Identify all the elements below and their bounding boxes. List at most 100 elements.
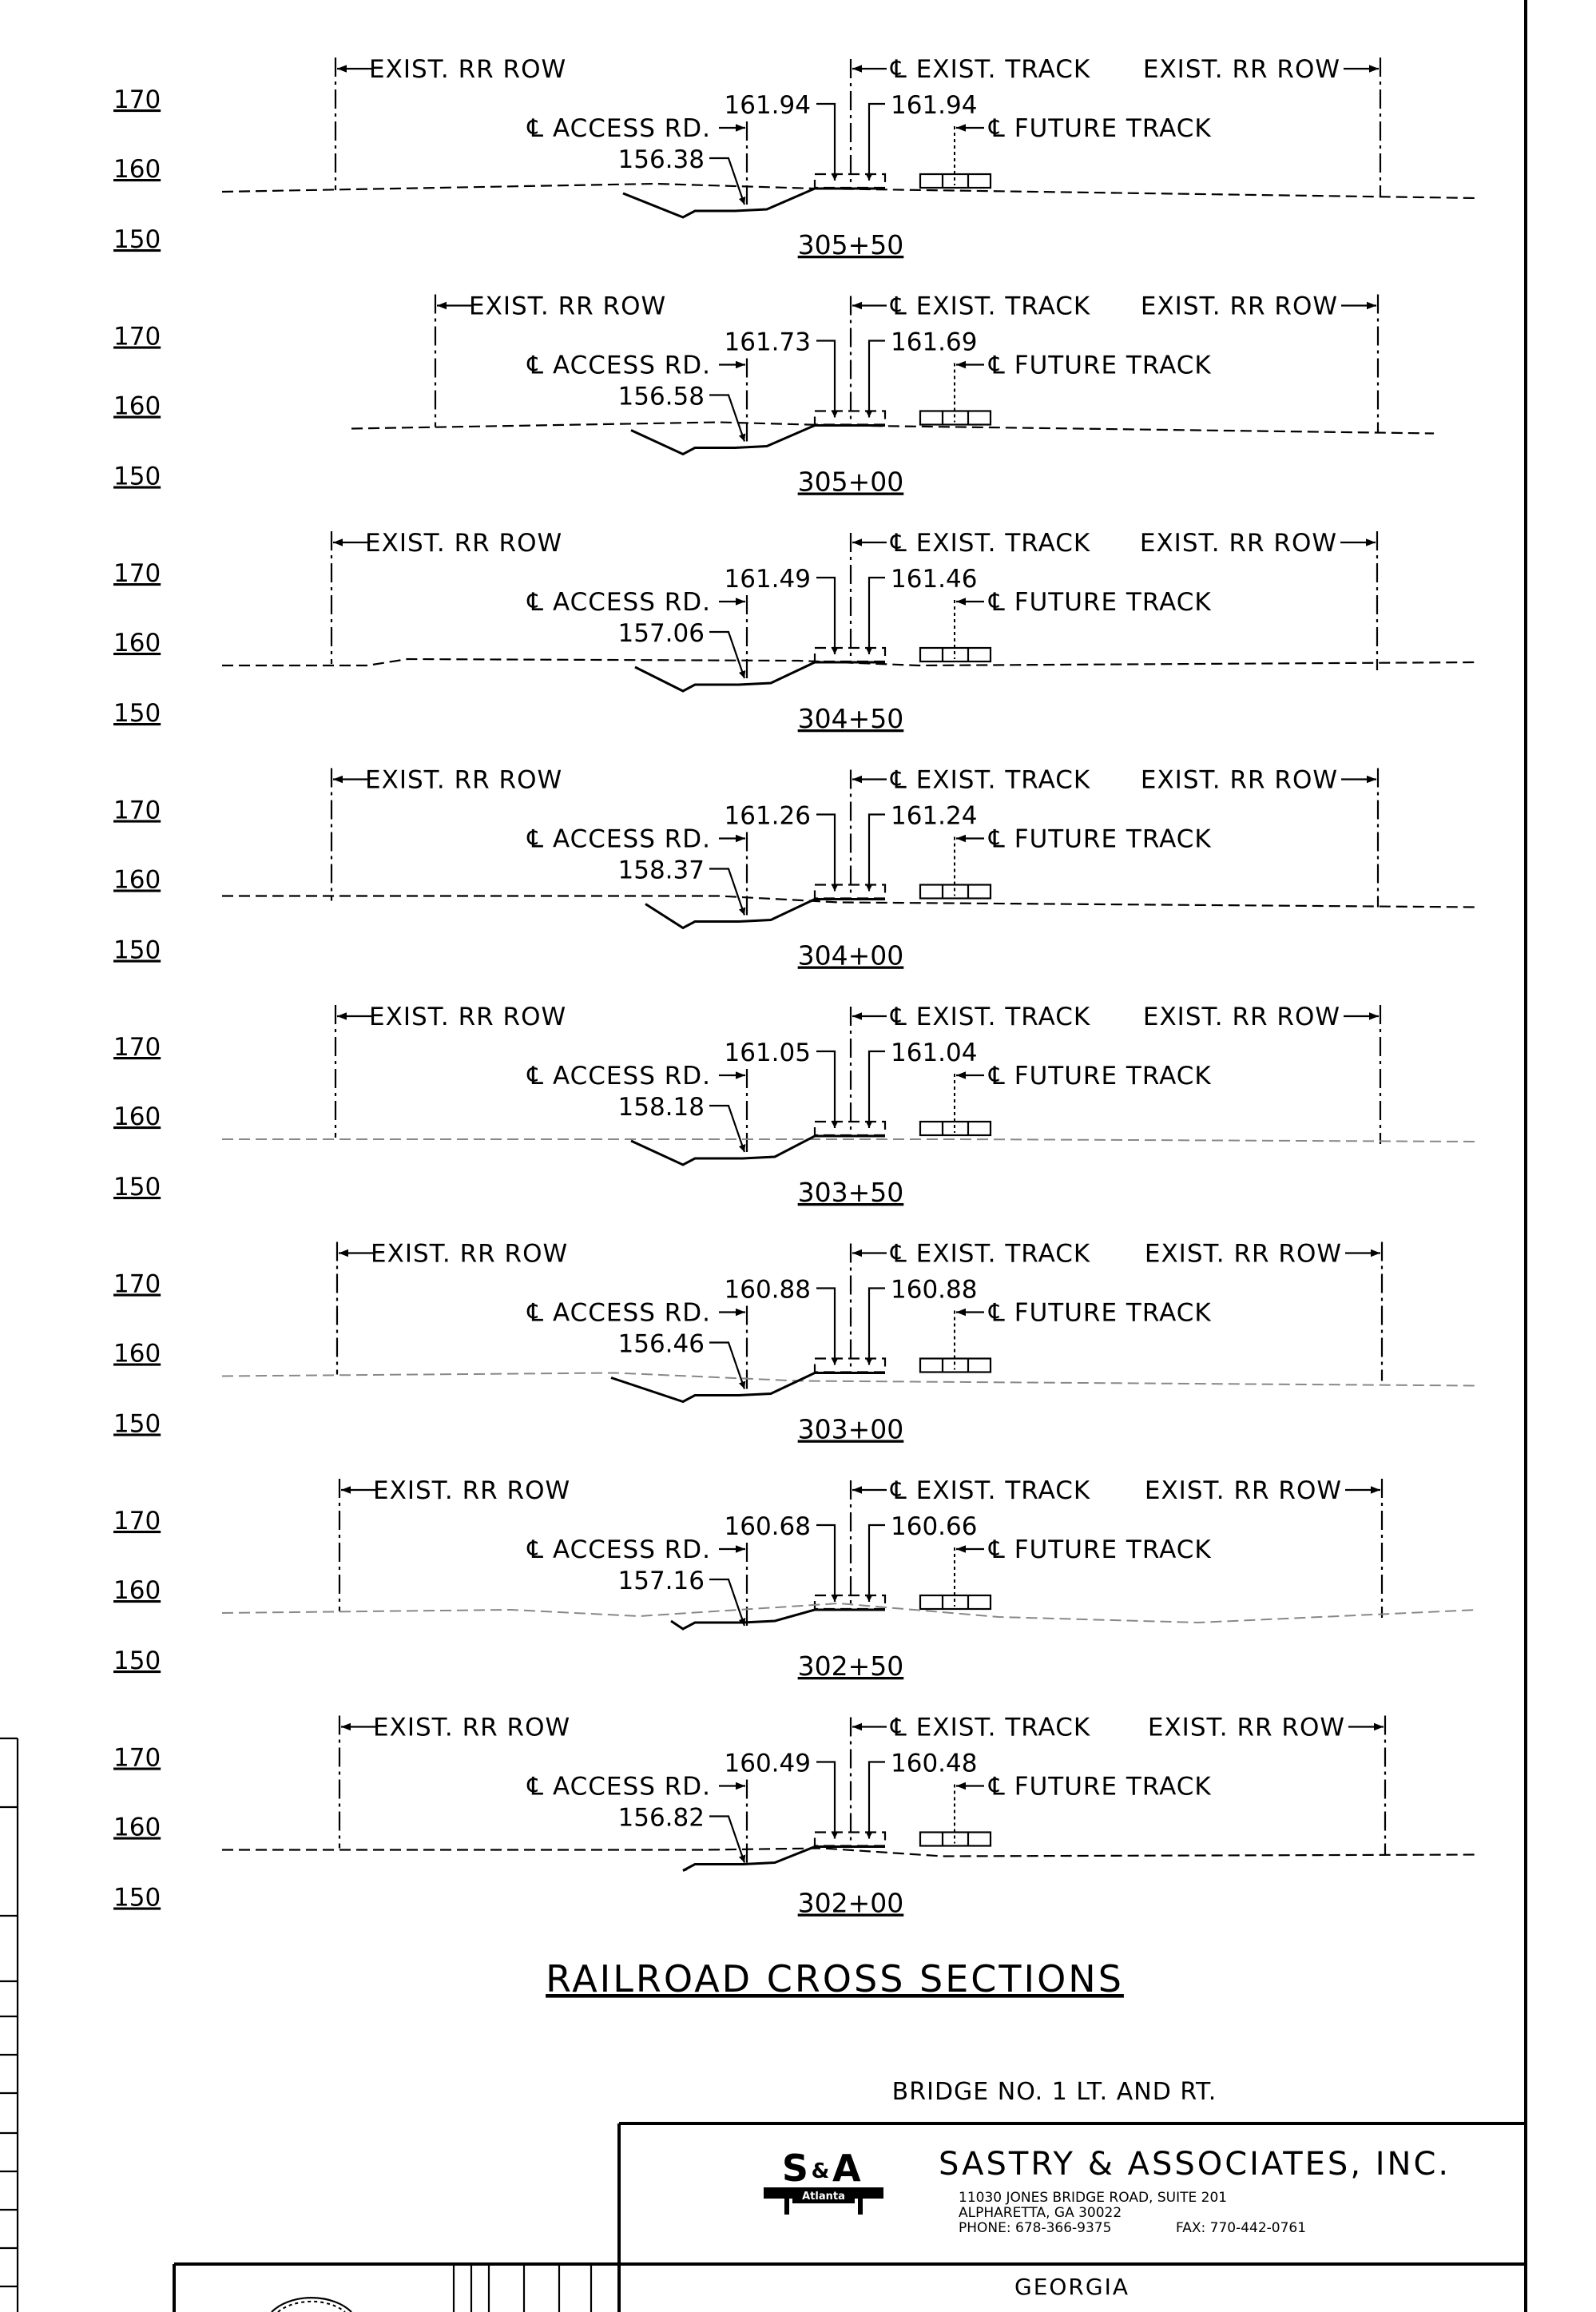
right-elev-leader: [865, 102, 885, 181]
access-rd-elevation: 157.06: [618, 619, 705, 648]
elevation-label-170: 170: [113, 1507, 161, 1535]
access-rd-label: ℄ ACCESS RD.: [526, 1062, 711, 1090]
left-elev-leader: [816, 102, 839, 181]
exist-track-label: ℄ EXIST. TRACK: [890, 766, 1090, 795]
left-elev-leader: [816, 1050, 839, 1128]
right-elev-leader: [865, 340, 885, 418]
existing-ground-line: [221, 182, 1479, 200]
existing-ground-line: [222, 1138, 1479, 1142]
elevation-axes: 1701601501701601501701601501701601501701…: [113, 85, 161, 1913]
top-rail-elevation-left: 161.05: [725, 1039, 811, 1067]
elevation-label-170: 170: [113, 1270, 161, 1299]
exist-track-label: ℄ EXIST. TRACK: [890, 1714, 1090, 1742]
row-left-label: EXIST. RR ROW: [369, 55, 566, 84]
proposed-access-profile: [634, 661, 885, 693]
future-track-ties: [919, 1831, 992, 1847]
top-rail-elevation-right: 161.94: [891, 91, 977, 120]
station-label: 304+50: [798, 703, 904, 734]
exist-track-label: ℄ EXIST. TRACK: [890, 1240, 1090, 1269]
future-track-label: ℄ FUTURE TRACK: [988, 1773, 1212, 1802]
company-phone: PHONE: 678-366-9375: [959, 2220, 1111, 2236]
title-block: S & A Atlanta SASTRY & ASSOCIATES, INC. …: [0, 1737, 1526, 2312]
company-address-line2: ALPHARETTA, GA 30022: [959, 2205, 1122, 2221]
row-right-label: EXIST. RR ROW: [1141, 766, 1338, 795]
logo-subtitle: Atlanta: [802, 2191, 845, 2203]
access-rd-label: ℄ ACCESS RD.: [526, 1535, 711, 1564]
top-rail-elevation-left: 161.73: [725, 328, 811, 357]
elevation-label-160: 160: [113, 392, 161, 421]
company-fax: FAX: 770-442-0761: [1176, 2220, 1306, 2236]
elevation-label-160: 160: [113, 1340, 161, 1369]
logo-ampersand: &: [812, 2159, 830, 2183]
access-rd-elevation: 156.46: [618, 1330, 705, 1359]
access-elev-leader: [709, 630, 746, 679]
elevation-label-170: 170: [113, 1744, 161, 1773]
proposed-access-profile: [630, 1134, 885, 1166]
existing-ground-line: [222, 657, 1479, 667]
row-left-label: EXIST. RR ROW: [365, 529, 562, 558]
company-name: SASTRY & ASSOCIATES, INC.: [939, 2146, 1451, 2183]
elevation-label-160: 160: [113, 1813, 161, 1842]
access-rd-elevation: 157.16: [618, 1567, 705, 1595]
top-rail-elevation-right: 160.66: [891, 1512, 977, 1541]
proposed-access-profile: [645, 898, 885, 930]
elevation-label-160: 160: [113, 629, 161, 657]
station-label: 305+00: [798, 467, 904, 498]
proposed-access-profile: [682, 1845, 885, 1872]
exist-track-label: ℄ EXIST. TRACK: [890, 1003, 1090, 1031]
future-track-label: ℄ FUTURE TRACK: [988, 114, 1212, 143]
row-left-label: EXIST. RR ROW: [365, 766, 562, 795]
access-rd-label: ℄ ACCESS RD.: [526, 825, 711, 854]
top-rail-elevation-right: 160.48: [891, 1750, 977, 1778]
future-track-label: ℄ FUTURE TRACK: [988, 1299, 1212, 1328]
top-rail-elevation-left: 161.49: [725, 565, 811, 594]
state-name: GEORGIA: [1014, 2274, 1130, 2300]
sheet-title: RAILROAD CROSS SECTIONS: [546, 1957, 1124, 2000]
top-rail-elevation-right: 161.69: [891, 328, 977, 357]
access-rd-label: ℄ ACCESS RD.: [526, 1773, 711, 1802]
seal-arc: [271, 2297, 352, 2312]
proposed-access-profile: [670, 1608, 885, 1631]
top-rail-elevation-left: 160.88: [725, 1276, 811, 1305]
access-elev-leader: [709, 1104, 746, 1153]
station-label: 305+50: [798, 229, 904, 260]
existing-ground-line: [222, 1847, 1479, 1857]
row-right-label: EXIST. RR ROW: [1140, 529, 1337, 558]
future-track-ties: [919, 646, 992, 663]
existing-ground-line: [351, 421, 1435, 435]
elevation-label-170: 170: [113, 1033, 161, 1062]
access-rd-label: ℄ ACCESS RD.: [526, 114, 711, 143]
right-elev-leader: [865, 1761, 885, 1839]
future-track-ties: [919, 1120, 992, 1137]
company-address-line1: 11030 JONES BRIDGE ROAD, SUITE 201: [959, 2190, 1227, 2206]
proposed-access-profile: [630, 424, 885, 456]
right-elev-leader: [865, 1523, 885, 1602]
future-track-label: ℄ FUTURE TRACK: [988, 1062, 1212, 1090]
exist-track-label: ℄ EXIST. TRACK: [890, 1476, 1090, 1505]
top-rail-elevation-right: 160.88: [891, 1276, 977, 1305]
proposed-access-profile: [622, 187, 885, 219]
top-rail-elevation-right: 161.46: [891, 565, 977, 594]
access-rd-label: ℄ ACCESS RD.: [526, 1299, 711, 1328]
access-rd-elevation: 156.58: [618, 383, 705, 411]
station-label: 303+50: [798, 1177, 904, 1208]
left-elev-leader: [816, 1761, 839, 1839]
existing-ground-line: [221, 1372, 1479, 1387]
top-rail-elevation-left: 161.94: [725, 91, 811, 120]
sheet-subtitle: BRIDGE NO. 1 LT. AND RT.: [892, 2078, 1217, 2106]
elevation-label-170: 170: [113, 85, 161, 114]
cross-sections: EXIST. RR ROW EXIST. RR ROW ℄ EXIST. TRACK…: [221, 55, 1479, 1919]
revision-ticks: [0, 1737, 19, 2312]
exist-track-label: ℄ EXIST. TRACK: [890, 292, 1090, 321]
row-left-label: EXIST. RR ROW: [373, 1476, 570, 1505]
